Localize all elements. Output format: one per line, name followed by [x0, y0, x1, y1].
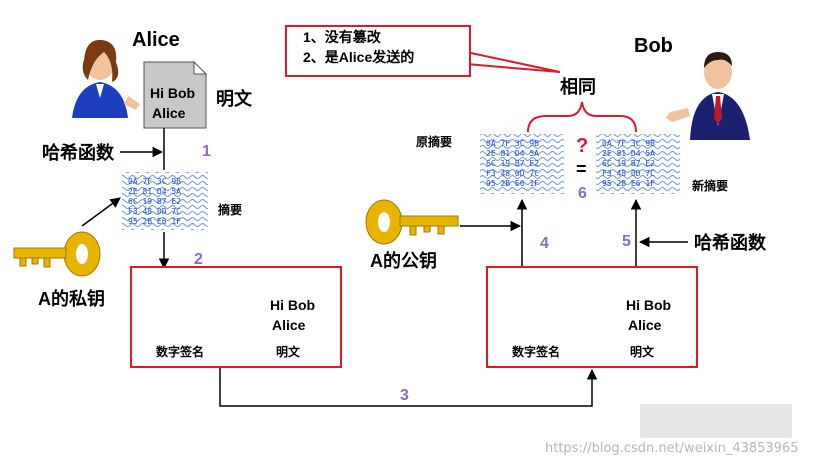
svg-text:95 2B E6 1F: 95 2B E6 1F — [128, 217, 181, 226]
public-key-label: A的公钥 — [370, 251, 437, 271]
bob-hash-label: 哈希函数 — [694, 233, 766, 253]
svg-text:0A 7F 3C 9B: 0A 7F 3C 9B — [602, 139, 655, 148]
bob-original-digest: 0A 7F 3C 9B 2E 81 D4 5A 6C 19 B7 E2 F3 4… — [480, 134, 564, 194]
watermark-url: https://blog.csdn.net/weixin_43853965 — [545, 441, 799, 456]
private-key-arrow — [81, 197, 121, 227]
original-digest-label: 原摘要 — [416, 135, 453, 149]
alice-digest-label: 摘要 — [218, 203, 243, 217]
alice-plaintext-label: 明文 — [216, 89, 252, 109]
alice-doc-line-2: Alice — [152, 105, 186, 121]
svg-text:6C 19 B7 E2: 6C 19 B7 E2 — [128, 197, 181, 206]
same-brace — [527, 101, 637, 133]
question-mark: ? — [576, 135, 589, 157]
step-3: 3 — [400, 387, 409, 404]
conclusion-callout: 1、没有篡改 2、是Alice发送的 — [285, 25, 471, 77]
step-2: 2 — [194, 251, 203, 268]
bob-box-plaintext-label: 明文 — [630, 345, 655, 359]
callout-line-1: 1、没有篡改 — [303, 29, 381, 45]
new-digest-label: 新摘要 — [692, 179, 729, 193]
equals-sign: = — [576, 159, 587, 179]
alice-signed-package — [130, 266, 342, 368]
bob-name: Bob — [634, 35, 673, 57]
svg-text:F3 48 0D 7C: F3 48 0D 7C — [128, 207, 181, 216]
step-1: 1 — [202, 143, 211, 160]
same-label: 相同 — [560, 77, 596, 97]
transfer-line — [219, 366, 598, 407]
step-6: 6 — [578, 185, 587, 202]
alice-signature-label: 数字签名 — [156, 345, 205, 359]
alice-box-plaintext-label: 明文 — [276, 345, 301, 359]
svg-text:95 2B E6 1F: 95 2B E6 1F — [486, 179, 539, 188]
svg-text:0A 7F 3C 9B: 0A 7F 3C 9B — [128, 177, 181, 186]
alice-plaintext-document — [143, 60, 208, 129]
svg-text:F3 48 0D 7C: F3 48 0D 7C — [486, 169, 539, 178]
bob-new-digest: 0A 7F 3C 9B 2E 81 D4 5A 6C 19 B7 E2 F3 4… — [596, 134, 680, 194]
bob-signature-label: 数字签名 — [512, 345, 561, 359]
alice-digest: 0A 7F 3C 9B 2E 81 D4 5A 6C 19 B7 E2 F3 4… — [122, 172, 208, 230]
alice-doc-line-1: Hi Bob — [150, 85, 196, 101]
svg-text:2E 81 D4 5A: 2E 81 D4 5A — [486, 149, 539, 158]
alice-name: Alice — [132, 29, 180, 51]
bob-box-doc-line-1: Hi Bob — [626, 297, 672, 313]
alice-hash-label: 哈希函数 — [42, 143, 114, 163]
svg-text:95 2B E6 1F: 95 2B E6 1F — [602, 179, 655, 188]
bob-received-package — [486, 266, 698, 368]
svg-text:6C 19 B7 E2: 6C 19 B7 E2 — [486, 159, 539, 168]
alice-person-icon — [72, 39, 140, 118]
step-5: 5 — [622, 233, 631, 250]
private-key-label: A的私钥 — [38, 289, 105, 309]
private-key-icon — [13, 231, 101, 277]
svg-text:2E 81 D4 5A: 2E 81 D4 5A — [128, 187, 181, 196]
callout-line-2: 2、是Alice发送的 — [303, 49, 415, 65]
alice-box-doc-line-1: Hi Bob — [270, 297, 316, 313]
step-4: 4 — [540, 235, 549, 252]
blurred-watermark-block — [640, 404, 792, 438]
bob-person-icon — [666, 52, 750, 140]
alice-box-doc-line-2: Alice — [272, 317, 306, 333]
callout-pointer — [465, 51, 561, 73]
svg-text:F3 48 0D 7C: F3 48 0D 7C — [602, 169, 655, 178]
svg-text:0A 7F 3C 9B: 0A 7F 3C 9B — [486, 139, 539, 148]
svg-text:6C 19 B7 E2: 6C 19 B7 E2 — [602, 159, 655, 168]
bob-box-doc-line-2: Alice — [628, 317, 662, 333]
svg-text:2E 81 D4 5A: 2E 81 D4 5A — [602, 149, 655, 158]
public-key-icon — [365, 199, 459, 245]
